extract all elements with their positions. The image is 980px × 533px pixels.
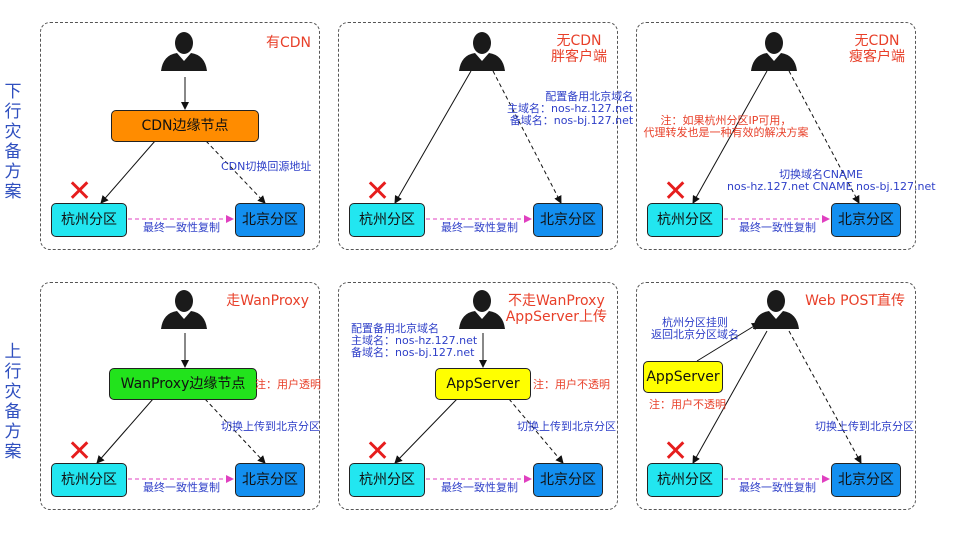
user-icon [159,31,209,71]
hz-zone: 杭州分区 [647,203,723,237]
user-icon [457,31,507,71]
bj-zone: 北京分区 [533,463,603,497]
panel-cdn: 有CDN CDN边缘节点 CDN切换回源地址 ✕ 杭州分区 北京分区 最终一致性… [40,22,320,250]
return-domain-hint: 杭州分区挂则返回北京分区域名 [651,316,739,341]
proxy-note: 注：如果杭州分区IP可用，代理转发也是一种有效的解决方案 [643,114,809,139]
replication-label: 最终一致性复制 [441,481,518,494]
replication-label: 最终一致性复制 [739,481,816,494]
hz-zone: 杭州分区 [349,463,425,497]
row-label-downstream: 下行 灾备 方案 [4,82,22,202]
transparency-note: 注：用户不透明 [533,378,610,391]
appserver-node: AppServer [643,361,723,393]
switch-note: CDN切换回源地址 [221,160,312,173]
user-icon [159,289,209,329]
cdn-edge-node: CDN边缘节点 [111,110,259,142]
row-label-upstream: 上行 灾备 方案 [4,342,22,462]
replication-label: 最终一致性复制 [441,221,518,234]
panel-cdn-arrows [100,77,266,223]
hz-zone: 杭州分区 [51,463,127,497]
panel-web-post: Web POST直传 杭州分区挂则返回北京分区域名 AppServer 注：用户… [636,282,916,510]
panel-thin-client-arrows [692,70,860,223]
wanproxy-edge-node: WanProxy边缘节点 [109,368,257,400]
hz-zone: 杭州分区 [647,463,723,497]
hz-zone: 杭州分区 [349,203,425,237]
switch-note: 切换上传到北京分区 [517,420,616,433]
panel-wanproxy-arrows [96,333,266,483]
panel-title: 有CDN [265,35,311,51]
fail-x-icon: ✕ [663,434,689,469]
panel-title: 走WanProxy [226,293,309,309]
user-icon [751,289,801,329]
switch-note: 切换上传到北京分区 [221,420,320,433]
bj-zone: 北京分区 [831,203,901,237]
user-icon [749,31,799,71]
panel-title: Web POST直传 [805,293,905,309]
fail-x-icon: ✕ [67,434,93,469]
fail-x-icon: ✕ [663,174,689,209]
bj-zone: 北京分区 [235,463,305,497]
panel-appserver-upload-arrows [394,333,564,483]
fail-x-icon: ✕ [365,174,391,209]
appserver-node: AppServer [435,368,531,400]
fail-x-icon: ✕ [67,174,93,209]
hz-zone: 杭州分区 [51,203,127,237]
fail-x-icon: ✕ [365,434,391,469]
replication-label: 最终一致性复制 [143,221,220,234]
transparency-note: 注：用户不透明 [649,398,726,411]
switch-note: 切换上传到北京分区 [815,420,914,433]
panel-fat-client-arrows [394,70,562,223]
panel-web-post-arrows [692,322,862,483]
bj-zone: 北京分区 [831,463,901,497]
bj-zone: 北京分区 [235,203,305,237]
panel-wanproxy: 走WanProxy WanProxy边缘节点 注：用户透明 切换上传到北京分区 … [40,282,321,510]
transparency-note: 注：用户透明 [255,378,321,391]
bj-zone: 北京分区 [533,203,603,237]
replication-label: 最终一致性复制 [143,481,220,494]
replication-label: 最终一致性复制 [739,221,816,234]
